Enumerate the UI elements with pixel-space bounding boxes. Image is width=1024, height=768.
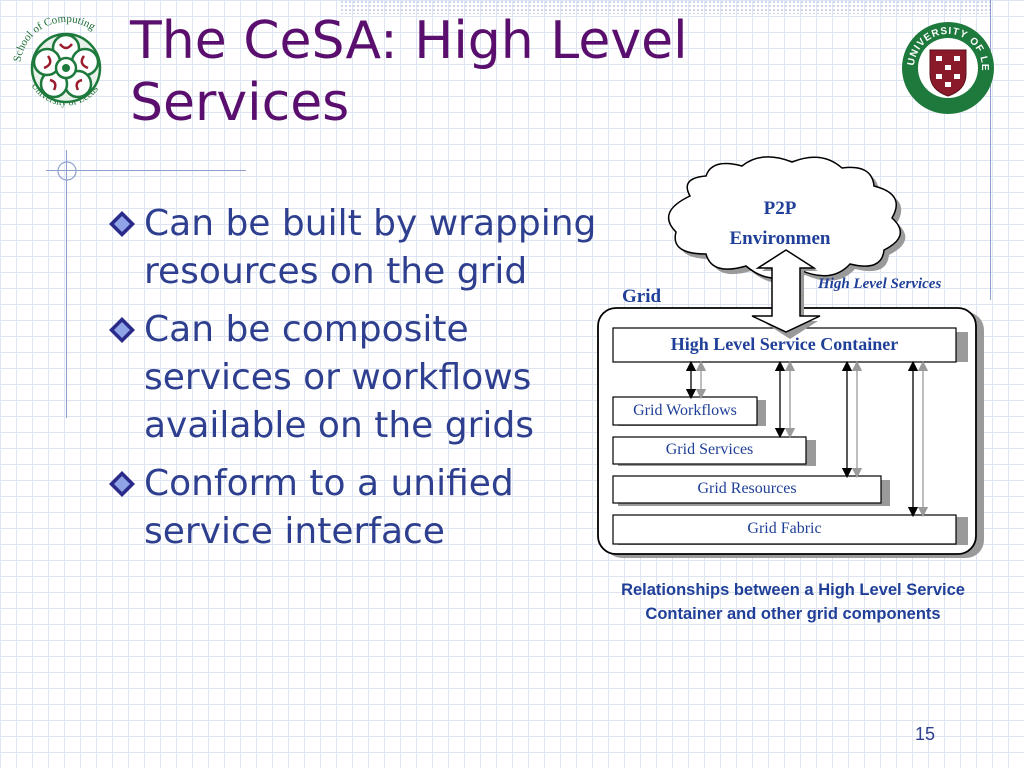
slide-title: The CeSA: High Level Services: [130, 11, 688, 133]
decorative-horizontal-line: [46, 170, 246, 171]
cloud-label-line2: Environmen: [729, 228, 831, 249]
bullet-item: Can be built by wrapping resources on th…: [100, 200, 610, 296]
cloud-label-line1: P2P: [763, 198, 797, 219]
decorative-top-band: [340, 0, 990, 14]
rose-emblem-icon: School of Computing University of Leeds: [11, 13, 102, 109]
decorative-circle-icon: [57, 161, 77, 181]
decorative-right-vertical-line: [990, 0, 991, 300]
resources-box-label: Grid Resources: [697, 480, 797, 497]
bullet-text: Conform to a unified service interface: [144, 463, 514, 552]
bullet-text: Can be composite services or workflows a…: [144, 309, 535, 446]
bullet-text: Can be built by wrapping resources on th…: [144, 203, 597, 292]
bullet-item: Conform to a unified service interface: [100, 460, 610, 556]
services-box-label: Grid Services: [665, 441, 754, 458]
bullet-item: Can be composite services or workflows a…: [100, 306, 610, 450]
diamond-bullet-icon: [109, 317, 135, 343]
workflows-box-label: Grid Workflows: [633, 402, 737, 419]
high-level-services-label: High Level Services: [818, 276, 942, 292]
diamond-bullet-icon: [109, 471, 135, 497]
fabric-box-label: Grid Fabric: [747, 520, 822, 537]
university-crest-icon: UNIVERSITY OF LEEDS: [896, 12, 994, 114]
bullet-list: Can be built by wrapping resources on th…: [100, 200, 610, 566]
page-number: 15: [914, 724, 936, 744]
school-of-computing-logo: School of Computing University of Leeds: [6, 6, 126, 130]
container-box-label: High Level Service Container: [670, 334, 899, 354]
diagram-caption: Relationships between a High Level Servi…: [621, 581, 965, 623]
diamond-bullet-icon: [109, 211, 135, 237]
grid-label: Grid: [622, 286, 662, 307]
university-of-leeds-logo: UNIVERSITY OF LEEDS: [896, 12, 996, 116]
p2p-to-container-arrow: [751, 249, 821, 339]
decorative-vertical-line: [66, 150, 67, 418]
